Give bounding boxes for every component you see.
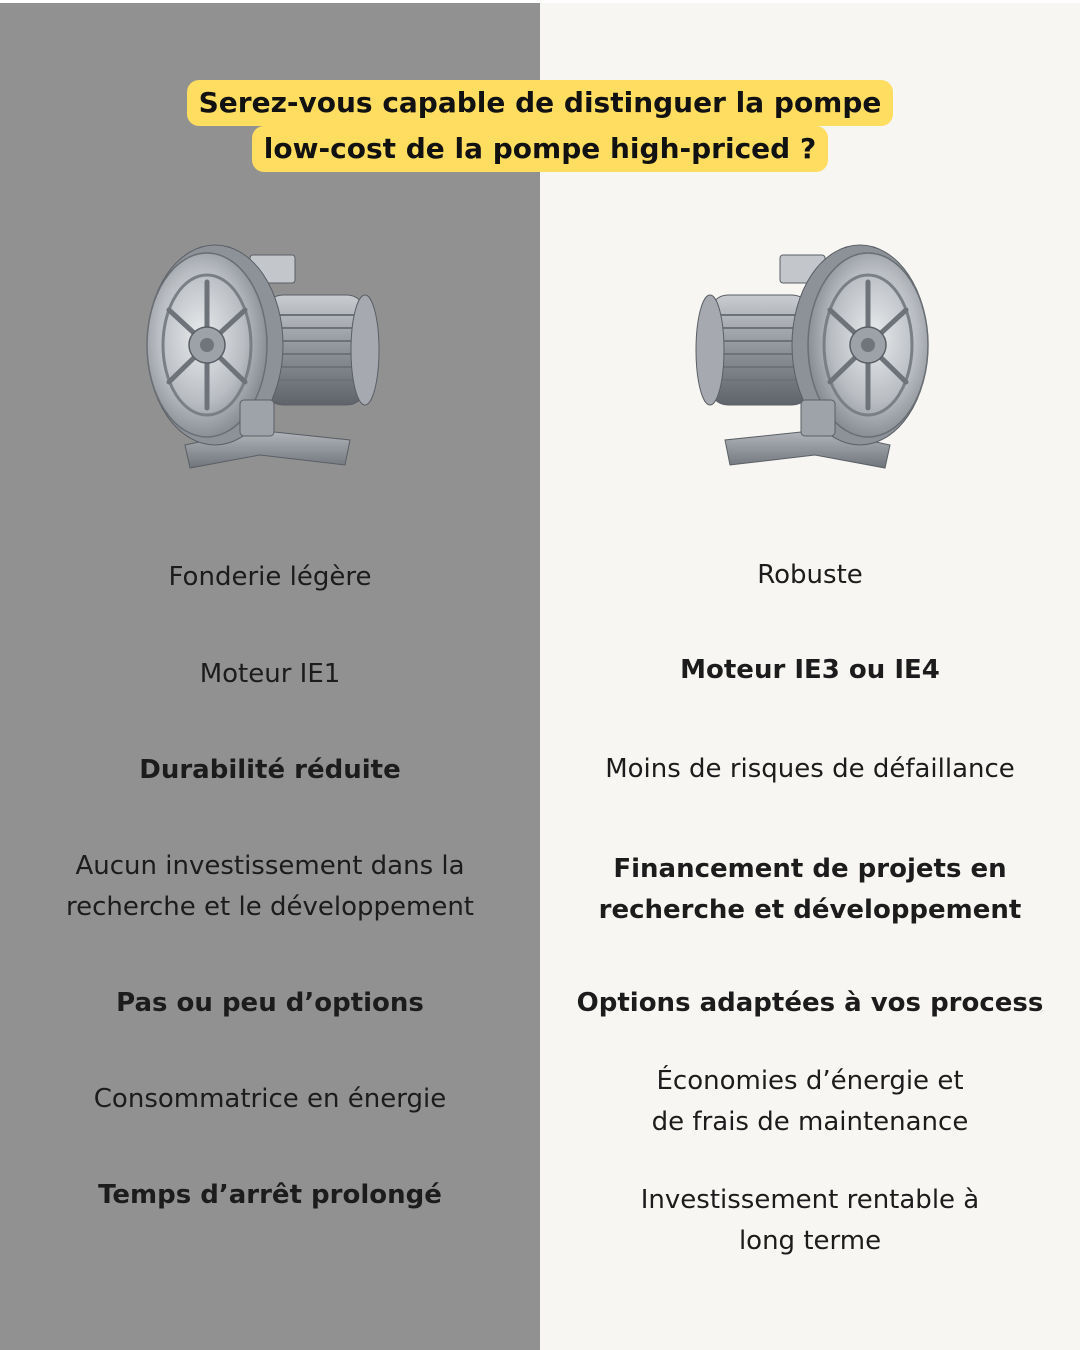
high-priced-item-options: Options adaptées à vos process (576, 988, 1044, 1018)
low-cost-item-downtime: Temps d’arrêt prolongé (98, 1180, 442, 1210)
low-cost-item-options: Pas ou peu d’options (116, 988, 424, 1018)
high-priced-item-savings: Économies d’énergie et de frais de maint… (651, 1066, 969, 1137)
high-priced-item-investment: Investissement rentable à long terme (640, 1185, 980, 1256)
low-cost-item-motor: Moteur IE1 (199, 659, 341, 689)
low-cost-item-casting: Fonderie légère (168, 562, 372, 592)
high-priced-item-reliability: Moins de risques de défaillance (605, 754, 1015, 784)
low-cost-item-energy: Consommatrice en énergie (93, 1084, 447, 1114)
low-cost-column (0, 3, 540, 1350)
high-priced-column (540, 3, 1080, 1350)
high-priced-item-motor: Moteur IE3 ou IE4 (680, 655, 940, 685)
page-title: Serez-vous capable de distinguer la pomp… (0, 80, 1080, 172)
high-priced-item-robust: Robuste (757, 560, 863, 590)
title-line-2: low-cost de la pompe high-priced ? (251, 126, 829, 172)
low-cost-item-durability: Durabilité réduite (139, 755, 401, 785)
high-priced-item-research: Financement de projets en recherche et d… (598, 854, 1022, 925)
high-priced-pump-image (680, 240, 930, 480)
low-cost-pump-image (145, 240, 395, 480)
top-border (0, 0, 1080, 3)
title-line-1: Serez-vous capable de distinguer la pomp… (186, 80, 894, 126)
low-cost-item-research: Aucun investissement dans la recherche e… (66, 851, 474, 922)
